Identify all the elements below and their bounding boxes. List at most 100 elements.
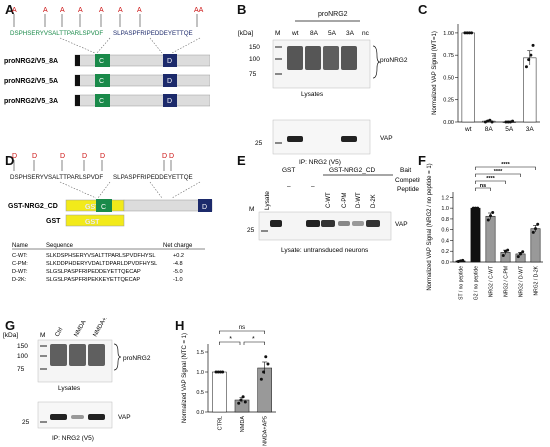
svg-text:proNRG2: proNRG2 [123,355,151,362]
sig-bracket [475,166,536,170]
y-tick-label: 0.75 [443,53,454,59]
g-lane-label: M [40,332,45,339]
y-tick-label: 1.0 [441,206,449,212]
d-table-name: D-WT: [12,269,28,275]
data-point [237,401,241,405]
e-peptide-label: D-WT [356,192,362,208]
sig-label: ns [239,325,245,331]
data-point [486,218,490,222]
y-tick-label: 0.2 [441,249,449,255]
y-tick-label: 0.50 [443,75,454,81]
x-tick-label: NRG2 / D-2K [534,265,540,295]
a-c-domain-label: C [99,78,104,85]
data-point [262,370,266,374]
a-signal-peptide [75,95,80,106]
d-table-header: Name [12,243,29,249]
svg-text:Competitor: Competitor [395,177,420,184]
x-tick-label: NRG2 / no peptide [474,266,480,300]
e-peptide-label: C-WT [326,192,332,208]
data-point [221,370,225,374]
data-point [506,248,510,252]
b-lane-label: nc [362,30,370,37]
svg-text:IP: NRG2 (V5): IP: NRG2 (V5) [52,435,94,442]
a-mut-label: A [43,7,48,14]
data-point [529,53,533,57]
svg-text:GST: GST [85,219,100,226]
x-tick-label: NRG2 / C-WT [489,266,495,297]
x-tick-label: GST / no peptide [459,266,465,300]
y-tick-label: 0.25 [443,98,454,104]
panel-h-label: H [175,318,185,333]
a-d-domain [163,94,177,107]
svg-text:GST: GST [85,204,100,211]
d-mut-label: D [100,153,105,160]
d-table-seq: SLGSLPASPFRIPEKKEYETTQECAP [46,277,140,283]
panel-a-label: A [5,2,15,17]
svg-text:VAP: VAP [118,414,131,421]
d-table-charge: -4.8 [173,261,183,267]
svg-text:Bait: Bait [400,167,411,174]
g-lane-label: NMDA [74,320,88,338]
data-point [463,31,467,35]
sig-bracket [475,180,506,184]
data-point [506,120,510,124]
d-table-name: C-WT: [12,253,28,259]
a-mut-label: A [99,7,104,14]
x-tick-label: 3A [526,126,535,133]
d-mut-label: D [169,153,174,160]
data-point [465,31,469,35]
a-c-domain-label: C [99,98,104,105]
d-table-seq: SLKDSPHSERYVSALTTPARLSPVDFHYSL [46,253,155,259]
e-peptide-label: D-2K [371,194,377,208]
b-kda-tick: 25 [255,140,263,147]
a-mut-label: A [60,7,65,14]
y-tick-label: 1.5 [196,350,204,356]
d-mut-label: D [162,153,167,160]
sig-bracket [475,187,491,191]
b-header: proNRG2 [318,11,348,18]
y-axis-label: Normalized VAP Signal (WT=1) [432,31,438,115]
sig-label: **** [486,176,495,182]
a-sequence-right: SLPASPFRIPEDDEYETTQE [113,30,193,37]
data-point [536,222,540,226]
a-c-domain [95,74,110,87]
panel-d-label: D [5,153,15,168]
data-point [519,252,522,256]
x-tick-label: NMDA+AP5 [263,416,269,446]
x-tick-label: 5A [505,126,514,133]
data-point [471,206,475,210]
x-tick-label: NMDA [240,416,246,433]
b-kda-tick: 75 [249,71,257,78]
svg-text:VAP: VAP [380,135,393,142]
bar [470,207,481,263]
a-mut-label: A [12,7,17,14]
y-tick-label: 0.0 [441,260,449,266]
data-point [527,58,531,62]
a-c-domain [95,54,110,67]
a-construct-name: proNRG2/V5_5A [4,78,58,85]
data-point [239,398,243,402]
data-point [521,250,525,254]
y-tick-label: 0.6 [441,228,449,234]
data-point [259,377,263,381]
y-tick-label: 0.5 [196,390,204,396]
data-point [474,206,477,210]
x-tick-label: CTRL [217,416,223,430]
d-table-charge: -5.0 [173,269,183,275]
x-tick-label: 8A [485,126,494,133]
data-point [511,119,515,123]
sig-bracket [243,341,265,345]
a-c-domain [95,94,110,107]
chart-f: Normalized VAP Signal (NRG2 / no peptide… [427,162,543,300]
d-table-header: Sequence [46,243,74,249]
a-d-domain-label: D [167,58,172,65]
e-peptide-label: – [287,183,291,190]
g-kda-tick: 75 [17,366,25,373]
y-tick-label: 0.00 [443,120,454,126]
panel-f-label: F [418,153,426,168]
sig-bracket [475,173,521,177]
bar [212,371,227,413]
data-point [461,258,465,262]
